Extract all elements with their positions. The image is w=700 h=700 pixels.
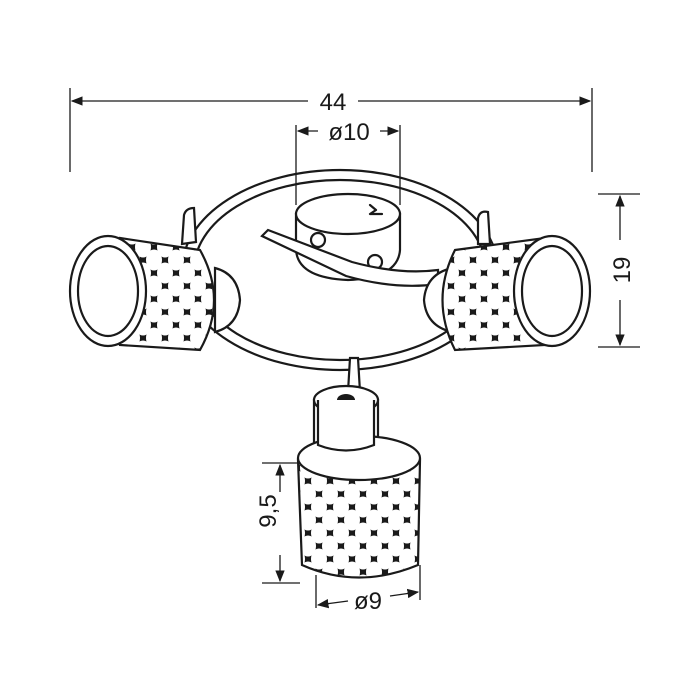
bottom-spotlight: [296, 356, 422, 579]
width-label: 44: [320, 89, 347, 116]
shade-diameter-arrow-left: [316, 598, 349, 609]
right-shade-rim: [512, 234, 592, 348]
base-diameter-dimension: ø10: [295, 119, 401, 205]
shade-diameter-dimension: ø9: [315, 565, 421, 615]
right-shade-lens: [520, 244, 584, 338]
left-connector: [180, 206, 198, 246]
shade-height-label: 9,5: [255, 494, 282, 527]
base-diameter-label: ø10: [328, 119, 369, 146]
shade-height-dimension: 9,5: [255, 462, 300, 584]
left-shade-rim: [68, 234, 148, 348]
lamp-body: [68, 168, 592, 579]
left-socket: [213, 266, 242, 334]
right-connector: [476, 210, 492, 246]
left-spotlight: [68, 234, 215, 352]
height-dimension: 19: [598, 193, 640, 348]
bottom-socket-front: [316, 400, 376, 452]
right-spotlight: [441, 234, 592, 352]
shade-diameter-label: ø9: [354, 588, 382, 615]
height-label: 19: [609, 257, 636, 284]
arm-right: [260, 228, 440, 287]
left-shade-lens: [76, 244, 140, 338]
shade-diameter-arrow-right: [389, 588, 420, 599]
width-dimension: 44: [69, 88, 593, 172]
